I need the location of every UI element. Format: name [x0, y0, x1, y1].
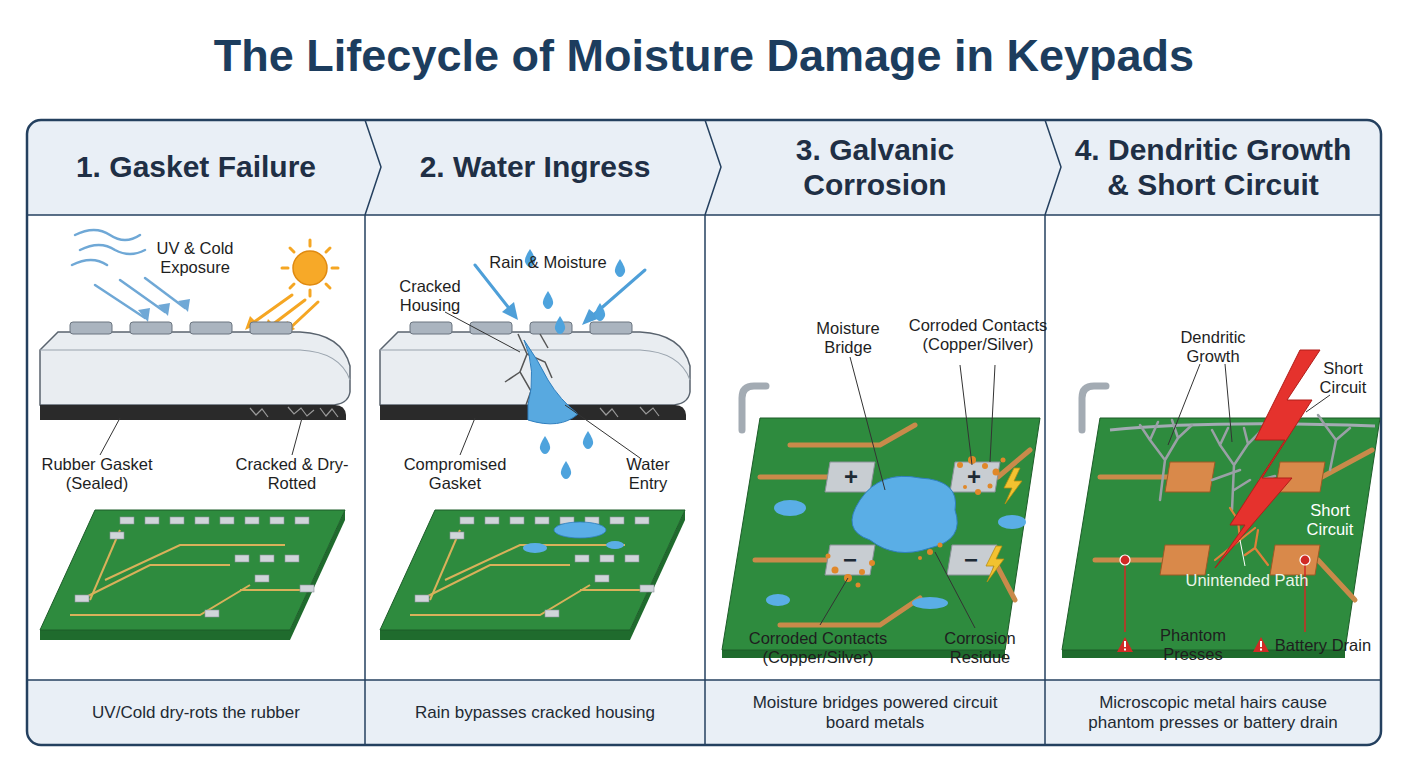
part-label: Short Circuit — [1295, 501, 1365, 539]
gasket-failure-illustration — [40, 230, 350, 640]
part-label: Corroded Contacts (Copper/Silver) — [733, 629, 903, 667]
frame — [27, 120, 1381, 745]
part-label: Moisture Bridge — [798, 319, 898, 357]
water-ingress-illustration — [380, 249, 690, 640]
part-label: Corrosion Residue — [930, 629, 1030, 667]
polarity-sign: + — [959, 463, 989, 491]
part-label: Phantom Presses — [1128, 626, 1258, 664]
part-label: Rain & Moisture — [483, 253, 613, 272]
polarity-sign: − — [956, 546, 986, 574]
stage-heading: 2. Water Ingress — [420, 150, 651, 185]
dendritic-growth-illustration — [1062, 350, 1380, 658]
part-label: Unintended Path — [1177, 571, 1317, 590]
part-label: Rubber Gasket (Sealed) — [27, 455, 167, 493]
stage-heading: 1. Gasket Failure — [76, 150, 316, 185]
stage-caption: Microscopic metal hairs cause phantom pr… — [1068, 693, 1358, 734]
part-label: Water Entry — [613, 455, 683, 493]
part-label: Dendritic Growth — [1158, 328, 1268, 366]
part-label: Cracked & Dry-Rotted — [232, 455, 352, 493]
part-label: Compromised Gasket — [385, 455, 525, 493]
stage-caption: Rain bypasses cracked housing — [415, 703, 655, 723]
diagram-title: The Lifecycle of Moisture Damage in Keyp… — [0, 30, 1408, 82]
stage-panel: 2. Water IngressRain bypasses cracked ho… — [365, 120, 705, 745]
part-label: Battery Drain — [1268, 636, 1378, 655]
stage-caption: UV/Cold dry-rots the rubber — [92, 703, 300, 723]
polarity-sign: − — [835, 546, 865, 574]
stage-panel: 1. Gasket FailureUV/Cold dry-rots the ru… — [27, 120, 365, 745]
part-label: Short Circuit — [1308, 359, 1378, 397]
stage-heading: 4. Dendritic Growth & Short Circuit — [1068, 133, 1358, 202]
stage-heading: 3. Galvanic Corrosion — [730, 133, 1020, 202]
stage-caption: Moisture bridges powered circuit board m… — [730, 693, 1020, 734]
part-label: Corroded Contacts (Copper/Silver) — [903, 316, 1053, 354]
part-label: UV & Cold Exposure — [120, 239, 270, 277]
galvanic-corrosion-illustration — [722, 357, 1040, 658]
polarity-sign: + — [836, 463, 866, 491]
part-label: Cracked Housing — [380, 277, 480, 315]
